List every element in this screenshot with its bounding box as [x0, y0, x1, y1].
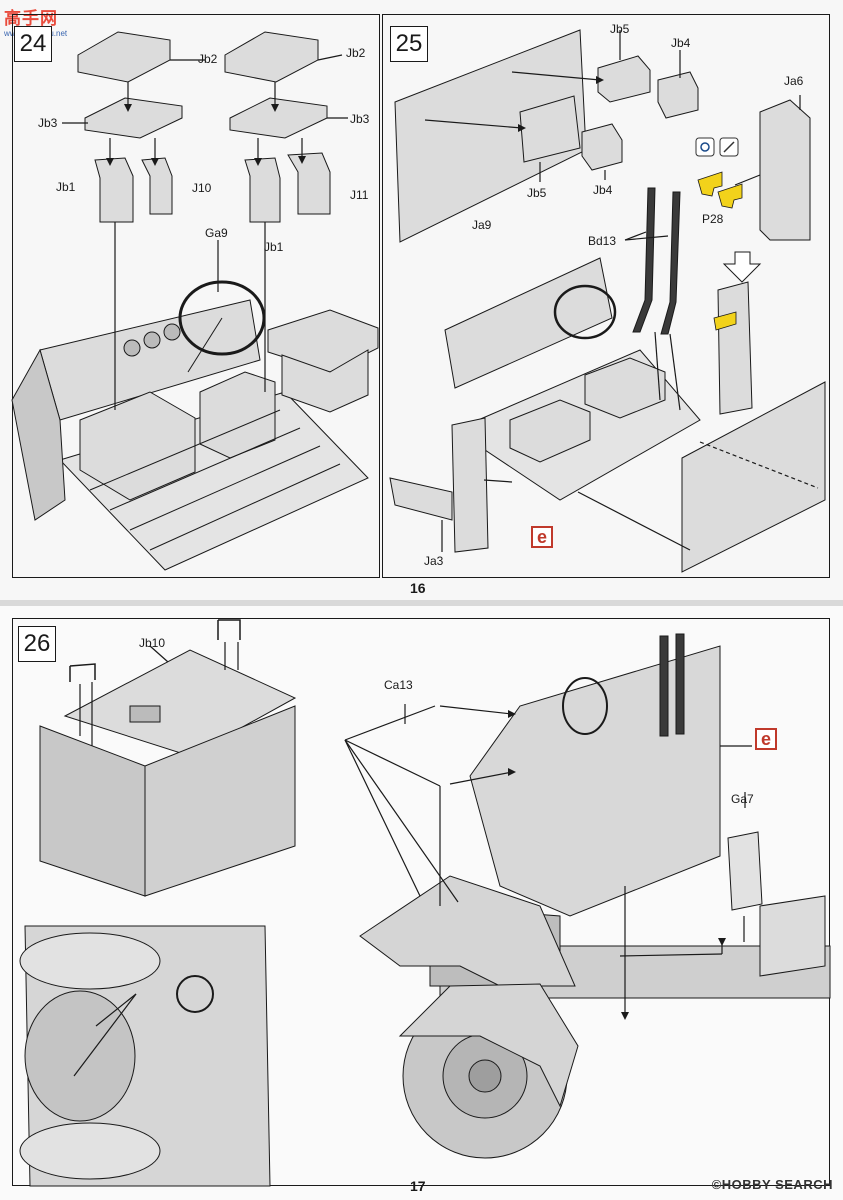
label-ja3: Ja3 — [424, 554, 444, 568]
ca13-rod-b — [344, 739, 441, 787]
label-j11: J11 — [350, 188, 369, 202]
page-number-16: 16 — [410, 580, 426, 596]
label-jb4-bottom: Jb4 — [593, 183, 613, 197]
jb5-lower — [519, 95, 581, 163]
steering-wheel-26 — [562, 677, 608, 735]
step-25-number: 25 — [390, 26, 428, 62]
steering-wheel-25 — [553, 284, 617, 340]
wheel-fender — [398, 983, 579, 1108]
side-panel-right — [681, 381, 826, 573]
seat25-left — [509, 399, 591, 463]
label-jb1-right: Jb1 — [264, 240, 284, 254]
jb4-upper — [657, 71, 699, 119]
fender-under-right — [19, 1122, 161, 1180]
j11-part — [287, 152, 331, 215]
label-jb2-left: Jb2 — [198, 52, 218, 66]
label-bd13: Bd13 — [588, 234, 617, 248]
bd13-rifle-a — [632, 187, 656, 333]
jb5-upper — [597, 55, 651, 103]
seat-right-base — [281, 349, 369, 413]
marker-e-step25: e — [531, 526, 553, 548]
label-jb3-left: Jb3 — [38, 116, 58, 130]
page-16: 高手网 www.gaoshou.net 24 — [0, 0, 843, 600]
ja3-side-panel — [451, 417, 489, 553]
step-24-panel — [12, 14, 380, 578]
cab25-dashboard — [444, 257, 613, 389]
marker-e-step26: e — [755, 728, 777, 750]
label-jb5-top: Jb5 — [610, 22, 630, 36]
cab-front-view — [39, 725, 146, 897]
glue-icon — [700, 142, 710, 152]
jb1-right — [244, 157, 281, 223]
label-ga9: Ga9 — [205, 226, 228, 240]
label-ja6: Ja6 — [784, 74, 804, 88]
label-jb2-right: Jb2 — [346, 46, 366, 60]
page-17: 26 — [0, 606, 843, 1200]
seat25-right — [584, 357, 666, 419]
label-jb3-right: Jb3 — [350, 112, 370, 126]
watermark-hobbysearch: ©HOBBY SEARCH — [711, 1177, 833, 1192]
label-jb1-left: Jb1 — [56, 180, 76, 194]
seat-left — [79, 391, 196, 501]
step-25-panel — [382, 14, 830, 578]
jb3-plate-left — [84, 97, 183, 139]
jb10-handle-right — [217, 619, 241, 640]
ga7-plate — [727, 831, 763, 911]
label-j10: J10 — [192, 181, 212, 195]
bd13-rifle-b — [660, 191, 681, 335]
step-26-illustration — [19, 619, 831, 1187]
engine-under — [24, 990, 136, 1122]
page-number-17: 17 — [410, 1178, 426, 1194]
fender-under-left — [19, 932, 161, 990]
label-ga7: Ga7 — [731, 792, 754, 806]
ja6-part — [759, 99, 811, 241]
jb10-handle-left — [69, 663, 96, 682]
step-26-panel — [12, 618, 830, 1186]
seat-right — [267, 309, 379, 373]
label-ja9: Ja9 — [472, 218, 492, 232]
step-25-illustration — [389, 29, 826, 573]
label-jb5-bottom: Jb5 — [527, 186, 547, 200]
label-ca13: Ca13 — [384, 678, 413, 692]
glue-icon-box — [695, 137, 715, 157]
steering-wheel-ga9 — [178, 280, 266, 356]
cab-side-wall — [11, 348, 66, 521]
cut-icon — [723, 141, 735, 153]
steering-wheel-under — [176, 975, 214, 1013]
step-24-number: 24 — [14, 26, 52, 62]
down-arrow-icon — [722, 251, 762, 283]
label-jb10: Jb10 — [139, 636, 166, 650]
jb4-lower — [581, 123, 623, 171]
step-26-number: 26 — [18, 626, 56, 662]
label-jb4-top: Jb4 — [671, 36, 691, 50]
label-p28: P28 — [702, 212, 724, 226]
jb1-left — [94, 157, 134, 223]
step-24-illustration — [11, 31, 379, 571]
cab-assembled — [469, 645, 721, 917]
p28-clips — [697, 171, 743, 331]
ca13-rod-a — [344, 705, 436, 741]
j10-part — [141, 157, 173, 215]
